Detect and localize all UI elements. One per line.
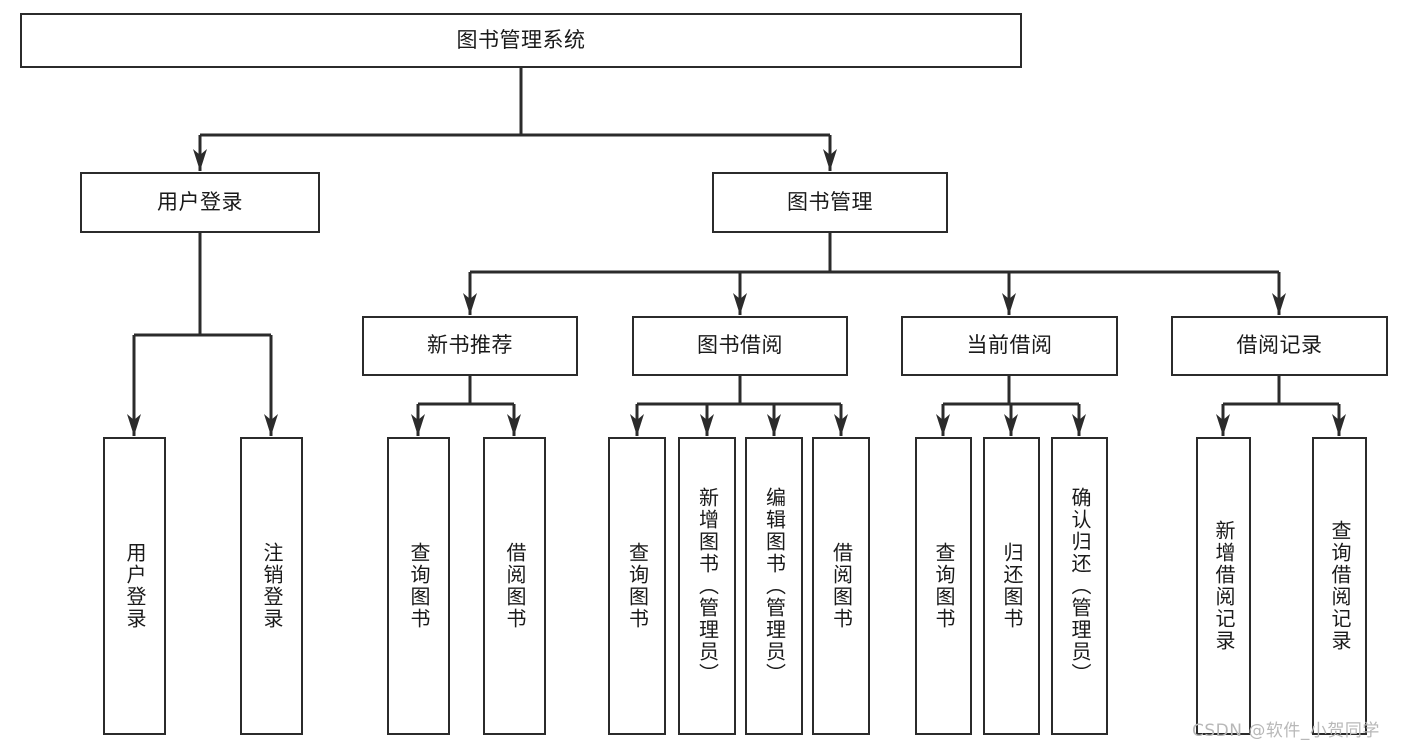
- node-label: 查询借阅记录: [1328, 520, 1352, 652]
- node-label: 查询图书: [932, 542, 956, 630]
- node-leaf-query-book-current[interactable]: 查询图书: [915, 437, 972, 735]
- node-label: 注销登录: [260, 542, 284, 630]
- node-current-borrow[interactable]: 当前借阅: [901, 316, 1118, 376]
- connector-book-borrow-fork: [630, 376, 848, 436]
- connector-new-book-recommend-fork: [411, 376, 521, 436]
- node-label: 新书推荐: [427, 333, 513, 358]
- node-leaf-confirm-return-admin[interactable]: 确认归还（管理员）: [1051, 437, 1108, 735]
- node-book-manage[interactable]: 图书管理: [712, 172, 948, 233]
- node-leaf-query-borrow-record[interactable]: 查询借阅记录: [1312, 437, 1367, 735]
- node-leaf-borrow-book[interactable]: 借阅图书: [812, 437, 870, 735]
- connector-current-borrow-fork: [936, 376, 1086, 436]
- node-label: 查询图书: [407, 542, 431, 630]
- connector-root-trunk: [193, 68, 837, 171]
- node-new-book-recommend[interactable]: 新书推荐: [362, 316, 578, 376]
- node-leaf-add-borrow-record[interactable]: 新增借阅记录: [1196, 437, 1251, 735]
- node-label: 新增借阅记录: [1212, 520, 1236, 652]
- node-label: 当前借阅: [966, 333, 1053, 358]
- node-label: 新增图书（管理员）: [695, 487, 720, 685]
- node-user-login[interactable]: 用户登录: [80, 172, 320, 233]
- node-label: 用户登录: [157, 189, 243, 214]
- node-root[interactable]: 图书管理系统: [20, 13, 1022, 68]
- connector-user-login-fork: [127, 233, 278, 436]
- node-label: 查询图书: [625, 542, 650, 630]
- connector-book-manage-fork: [463, 233, 1286, 315]
- node-leaf-user-login[interactable]: 用户登录: [103, 437, 166, 735]
- node-label: 归还图书: [1000, 542, 1024, 630]
- node-label: 图书管理系统: [456, 27, 586, 52]
- node-leaf-add-book-admin[interactable]: 新增图书（管理员）: [678, 437, 736, 735]
- node-label: 借阅图书: [829, 542, 854, 630]
- node-leaf-logout-login[interactable]: 注销登录: [240, 437, 303, 735]
- node-label: 借阅图书: [503, 542, 527, 630]
- node-leaf-edit-book-admin[interactable]: 编辑图书（管理员）: [745, 437, 803, 735]
- node-label: 用户登录: [123, 542, 147, 630]
- node-borrow-record[interactable]: 借阅记录: [1171, 316, 1388, 376]
- node-leaf-return-book[interactable]: 归还图书: [983, 437, 1040, 735]
- node-label: 图书管理: [787, 189, 873, 214]
- node-leaf-query-book-recommend[interactable]: 查询图书: [387, 437, 450, 735]
- node-label: 借阅记录: [1236, 333, 1323, 358]
- node-label: 图书借阅: [697, 333, 783, 358]
- node-book-borrow[interactable]: 图书借阅: [632, 316, 848, 376]
- node-leaf-borrow-book-recommend[interactable]: 借阅图书: [483, 437, 546, 735]
- node-label: 确认归还（管理员）: [1068, 487, 1092, 685]
- connector-borrow-record-fork: [1216, 376, 1346, 436]
- node-label: 编辑图书（管理员）: [762, 487, 787, 685]
- watermark: CSDN @软件_小贺同学: [1192, 721, 1380, 741]
- node-leaf-query-book-borrow[interactable]: 查询图书: [608, 437, 666, 735]
